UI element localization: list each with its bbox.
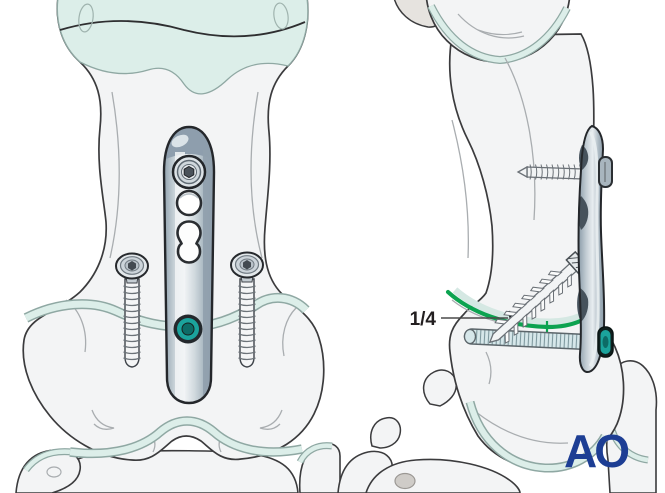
frontal-distal-phalanx (15, 442, 341, 493)
thread-flights-bottom (494, 270, 563, 325)
distal-detail (46, 466, 62, 478)
thread-flights-top (504, 273, 572, 344)
lag-screw-left (115, 252, 149, 368)
plate-empty-hole (175, 189, 203, 217)
lag-screw-right (230, 251, 264, 368)
cap-curl-left (78, 3, 94, 33)
edge-on-plate (577, 125, 614, 374)
plate-locking-screw-proximal (171, 154, 207, 190)
thread-ridges (529, 164, 582, 180)
straight-plate (162, 125, 216, 405)
head-inner-arc (457, 13, 525, 39)
quarter-annotation: 1/4 (410, 309, 508, 330)
screw-tip (463, 328, 477, 345)
thread-ridges (238, 285, 256, 361)
distal-spot (394, 472, 416, 490)
plate-combi-hole (176, 220, 202, 264)
hex-socket (243, 260, 251, 270)
screw-tip (516, 165, 528, 179)
cap-ridge-line (59, 20, 306, 38)
hex-socket (128, 261, 136, 271)
lateral-condylar-cartilage (465, 400, 609, 473)
fraction-label: 1/4 (410, 309, 437, 330)
condylar-cartilage-band (69, 416, 303, 459)
plate-hole-crescent-2 (578, 196, 589, 230)
palmar-knob-lower (370, 416, 402, 449)
thread-ridges (123, 285, 141, 361)
palmar-knob-upper (422, 369, 457, 407)
lateral-proximal-head (393, 0, 571, 65)
cap-curl-right (273, 2, 289, 30)
hex-socket (183, 165, 195, 179)
ao-logo: AO (564, 425, 628, 477)
plate-locking-screw-distal-teal (173, 314, 203, 344)
lateral-view (337, 0, 658, 493)
frontal-view (15, 0, 341, 493)
plate-screwhead-distal-teal (597, 326, 614, 358)
plate-highlight (588, 131, 600, 367)
plate-screwhead-proximal (598, 156, 613, 188)
articular-cartilage-cap (56, 0, 309, 95)
